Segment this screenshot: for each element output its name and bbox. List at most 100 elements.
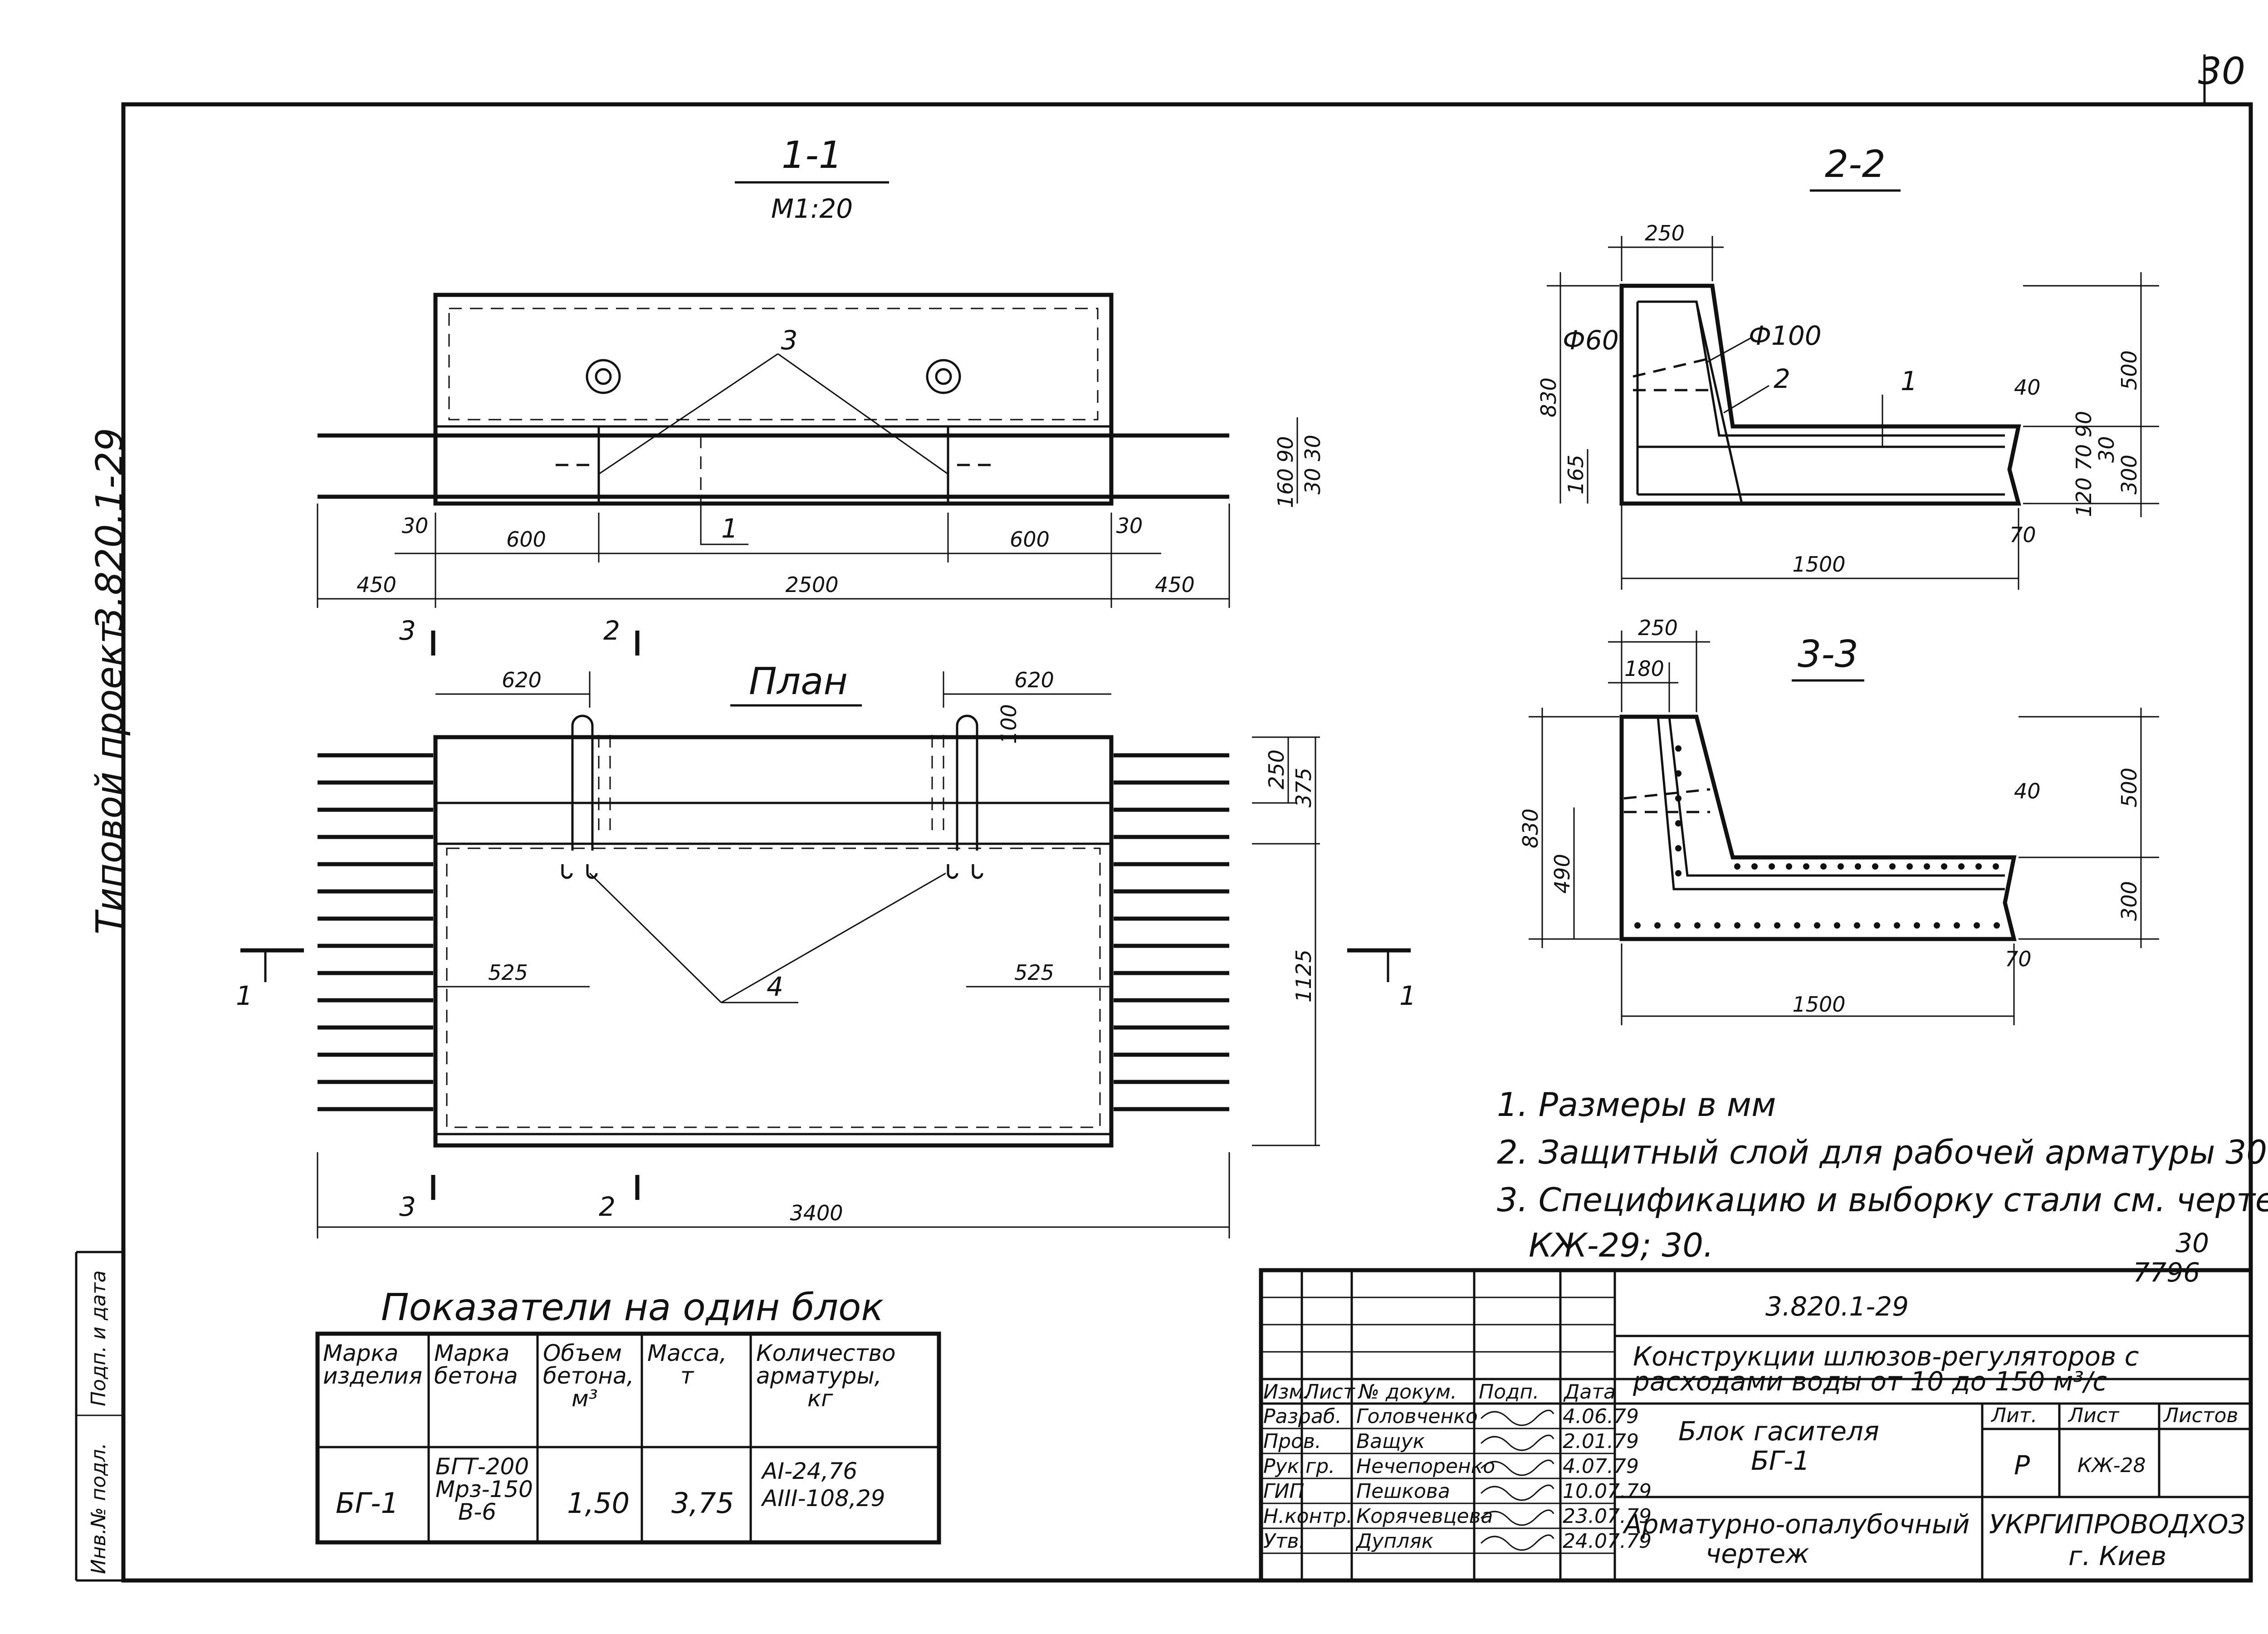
- label-phi60: Ф60: [1563, 325, 1619, 356]
- tb-staff-date: 4.07.79: [1563, 1455, 1639, 1478]
- rebar-dot: [1774, 922, 1780, 929]
- rebar-dot: [1975, 863, 1982, 870]
- dim-22-300: 300: [2117, 455, 2141, 494]
- rebar-dot: [1820, 863, 1827, 870]
- section-3-3-rebar-dots: [1634, 745, 2000, 929]
- dim-1-1-2500: 2500: [785, 572, 838, 597]
- dim-1-1-30b: 30: [1116, 514, 1143, 538]
- tb-staff-name: Нечепоренко: [1356, 1455, 1495, 1478]
- rebar-dot: [1675, 845, 1681, 851]
- tb-staff-date: 24.07.79: [1563, 1530, 1652, 1553]
- dim-33-830: 830: [1518, 808, 1543, 848]
- rebar-dot: [1855, 863, 1861, 870]
- tb-col-izm: Изм.: [1263, 1380, 1310, 1404]
- hdr-mark-2: изделия: [323, 1363, 422, 1389]
- rebar-dot: [1675, 870, 1681, 876]
- rebar-dot: [1994, 922, 2000, 929]
- tb-staff-date: 10.07.79: [1563, 1480, 1652, 1503]
- rebar-dot: [1714, 922, 1721, 929]
- hdr-volume-2: бетона,: [543, 1363, 634, 1389]
- rebar-dot: [1803, 863, 1809, 870]
- tb-org-1: УКРГИПРОВОДХОЗ: [1989, 1509, 2245, 1540]
- dim-22-830: 830: [1536, 377, 1561, 417]
- signature-scribble: [1480, 1534, 1554, 1551]
- dim-plan-1125: 1125: [1291, 949, 1316, 1003]
- rebar-dot: [1958, 863, 1965, 870]
- dim-plan-3400: 3400: [790, 1201, 843, 1225]
- section-3-3: 3-3 250 180 830 490 1500 500 300 40 70: [1518, 616, 2159, 1025]
- dim-22-30: 30: [2094, 436, 2119, 463]
- section-1-1-title: 1-1: [782, 134, 842, 177]
- dim-22-165: 165: [1564, 455, 1588, 494]
- tb-drawing-type-1: Арматурно-опалубочный: [1622, 1509, 1970, 1540]
- tb-sheet-header: Лист: [2068, 1404, 2120, 1427]
- cell-concrete-1: БГТ-200: [435, 1453, 529, 1480]
- hdr-rebar-2: арматуры,: [756, 1363, 882, 1389]
- dim-1-1-30: 30 30: [1300, 435, 1325, 494]
- hdr-mass-1: Масса,: [647, 1340, 727, 1366]
- tb-staff-role: Разраб.: [1263, 1405, 1342, 1428]
- section-2-2: 2-2 Ф100 Ф60 2 1 250 830 165 1500: [1536, 143, 2159, 590]
- rebar-dot: [1889, 863, 1896, 870]
- rebar-dot: [1734, 863, 1740, 870]
- rebar-dot: [1814, 922, 1820, 929]
- general-notes: 1. Размеры в мм 2. Защитный слой для раб…: [1497, 1086, 2268, 1288]
- note-3: 3. Спецификацию и выборку стали см. черт…: [1497, 1181, 2268, 1219]
- dim-1-1-450a: 450: [357, 572, 396, 597]
- page-number: 30: [2198, 50, 2245, 93]
- tb-drawing-type-2: чертеж: [1706, 1538, 1809, 1569]
- hdr-volume-1: Объем: [543, 1340, 622, 1366]
- left-stamp-strip: Подп. и дата Инв.№ подл.: [75, 1251, 123, 1582]
- tb-lit-value: Р: [2014, 1450, 2030, 1481]
- tb-staff-date: 23.07.79: [1563, 1505, 1652, 1528]
- tb-staff-role: Пров.: [1263, 1430, 1321, 1453]
- tb-sheets-header: Листов: [2163, 1404, 2238, 1427]
- cell-mass: 3,75: [671, 1487, 734, 1520]
- dim-1-1-30a: 30: [402, 514, 429, 538]
- rebar-dot: [1675, 745, 1681, 752]
- rebar-dot: [1914, 922, 1920, 929]
- dim-1-1-450b: 450: [1155, 572, 1195, 597]
- rebar-dot: [1854, 922, 1860, 929]
- tb-staff-name: Дупляк: [1355, 1530, 1434, 1553]
- tb-project-name-1: Конструкции шлюзов-регуляторов с: [1633, 1341, 2139, 1372]
- rebar-dot: [1872, 863, 1878, 870]
- dim-33-490: 490: [1550, 854, 1574, 894]
- hdr-rebar-3: кг: [807, 1385, 833, 1412]
- rebar-dot: [1974, 922, 1980, 929]
- plan-title: План: [749, 660, 848, 703]
- cell-rebar-2: АIII-108,29: [761, 1485, 885, 1512]
- dim-plan-375: 375: [1291, 768, 1316, 807]
- tb-staff-role: Н.контр.: [1263, 1505, 1353, 1528]
- section-1-1: 1-1 М1:20 3 1 30 6: [317, 134, 1325, 608]
- rebar-dot: [1675, 795, 1681, 802]
- rebar-dot: [1786, 863, 1792, 870]
- rebar-dot: [1751, 863, 1758, 870]
- sheet-frame: 30: [121, 50, 2253, 1583]
- dim-22-250: 250: [1645, 221, 1685, 245]
- dim-1-1-160: 160: [1273, 468, 1298, 508]
- hdr-volume-3: м³: [572, 1385, 598, 1412]
- callout-2-22: 2: [1774, 363, 1790, 394]
- side-code-number: 7796: [2133, 1257, 2200, 1288]
- note-1: 1. Размеры в мм: [1497, 1086, 1776, 1124]
- side-page-number: 30: [2175, 1228, 2209, 1258]
- dim-33-70: 70: [2005, 947, 2032, 971]
- tb-col-sign: Подп.: [1479, 1380, 1539, 1404]
- tb-staff-name: Пешкова: [1356, 1480, 1450, 1503]
- dim-33-250: 250: [1638, 616, 1678, 640]
- inv-no-label: Инв.№ подл.: [87, 1443, 110, 1574]
- rebar-dot: [1906, 863, 1913, 870]
- cut-2-top: 2: [603, 615, 620, 646]
- rebar-dot: [1675, 770, 1681, 777]
- rebar-dot: [1954, 922, 1960, 929]
- rebar-dot: [1993, 863, 1999, 870]
- hdr-concrete-2: бетона: [434, 1363, 518, 1389]
- tb-lit-header: Лит.: [1990, 1404, 2037, 1427]
- label-phi100: Ф100: [1749, 320, 1822, 351]
- dim-22-40: 40: [2014, 375, 2041, 400]
- callout-1: 1: [721, 513, 738, 544]
- note-3-cont: КЖ-29; 30.: [1529, 1226, 1714, 1264]
- dim-plan-525b: 525: [1014, 960, 1054, 985]
